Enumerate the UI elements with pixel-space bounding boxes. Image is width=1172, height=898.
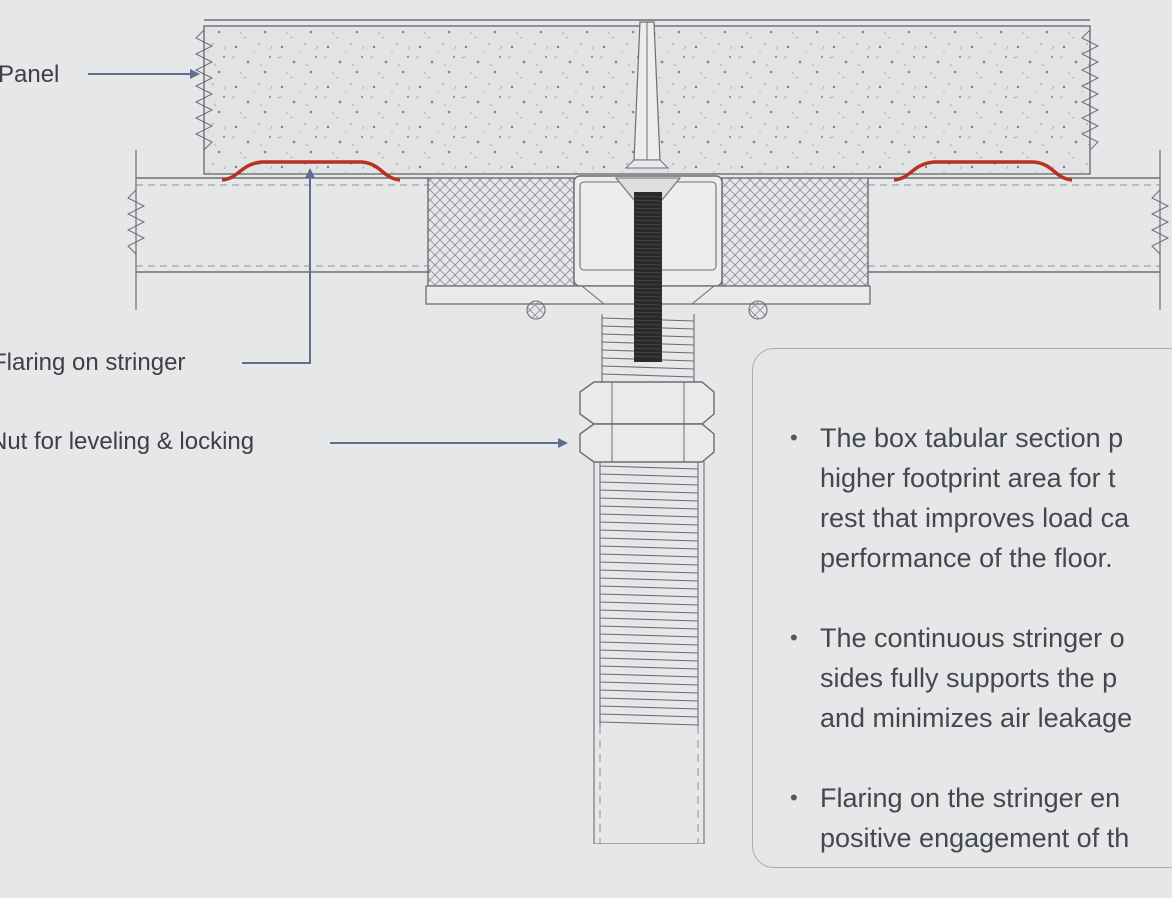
bullet-icon: • xyxy=(790,785,798,810)
note-text: The continuous stringer o sides fully su… xyxy=(820,623,1133,733)
pedestal-detail-diagram xyxy=(88,19,1170,844)
panel-label: Panel xyxy=(0,61,60,88)
leveling-nuts xyxy=(579,381,715,463)
threaded-rod xyxy=(593,192,705,844)
bullet-icon: • xyxy=(790,625,798,650)
stringer-right xyxy=(868,150,1170,310)
flaring-left xyxy=(221,160,401,182)
bullet-icon: • xyxy=(790,425,798,450)
note-text: The box tabular section p higher footpri… xyxy=(820,423,1130,573)
flaring-label: Flaring on stringer xyxy=(0,349,186,376)
note-item: • The box tabular section p higher footpr… xyxy=(790,418,1172,578)
note-item: • Flaring on the stringer en positive eng… xyxy=(790,778,1172,858)
note-text: Flaring on the stringer en positive enga… xyxy=(820,783,1130,853)
flaring-right xyxy=(893,160,1073,182)
stringer-left xyxy=(126,150,430,310)
nut-label: Nut for leveling & locking xyxy=(0,428,255,455)
floor-panel xyxy=(194,19,1100,175)
flaring-arrow xyxy=(242,168,315,364)
note-item: • The continuous stringer o sides fully s… xyxy=(790,618,1172,738)
notes-list: • The box tabular section p higher footpr… xyxy=(790,418,1172,898)
